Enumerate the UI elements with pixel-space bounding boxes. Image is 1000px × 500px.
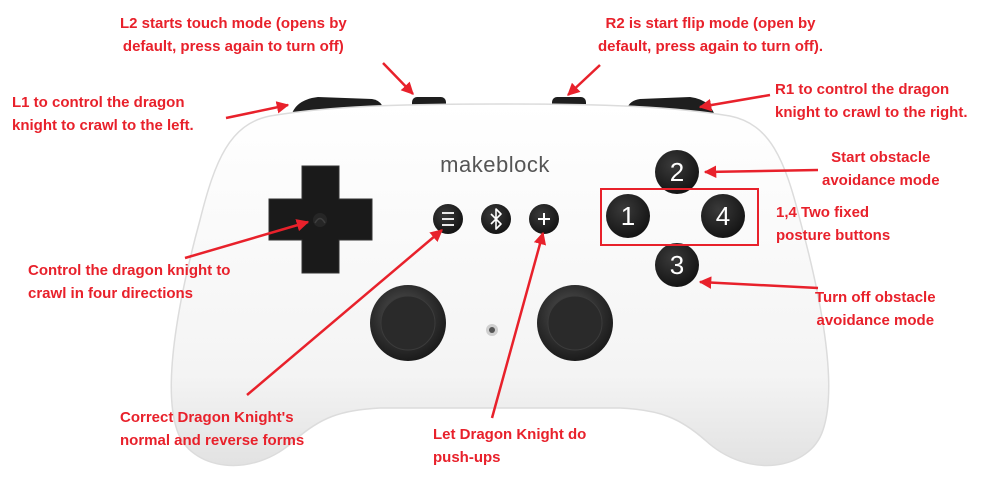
arrow-l1: [225, 101, 290, 120]
annotation-menu: Correct Dragon Knight's normal and revers…: [120, 406, 304, 452]
left-joystick[interactable]: [370, 285, 446, 361]
annotation-line: avoidance mode: [816, 312, 935, 329]
annotation-line: normal and reverse forms: [120, 432, 305, 449]
annotation-line: 1,4 Two fixed: [776, 204, 870, 221]
annotation-line: Control the dragon knight to: [28, 262, 231, 279]
annotation-dpad: Control the dragon knight to crawl in fou…: [28, 259, 230, 305]
arrow-menu: [246, 229, 443, 396]
face-button-label: 1: [621, 201, 635, 231]
annotation-line: R2 is start flip mode (open by: [605, 15, 816, 32]
bluetooth-icon: [490, 208, 502, 230]
annotation-line: default, press again to turn off): [122, 38, 344, 55]
face-button-4[interactable]: 4: [701, 194, 745, 238]
annotation-l2: L2 starts touch mode (opens by default, p…: [120, 12, 347, 58]
brand-logo: makeblock: [440, 152, 550, 177]
arrow-btn3: [698, 276, 819, 290]
annotation-line: Turn off obstacle: [815, 289, 936, 306]
annotation-line: posture buttons: [776, 227, 891, 244]
annotation-line: knight to crawl to the right.: [775, 104, 968, 121]
face-button-2[interactable]: 2: [655, 150, 699, 194]
annotation-line: R1 to control the dragon: [775, 81, 950, 98]
annotation-line: default, press again to turn off).: [598, 38, 824, 55]
arrow-l2: [382, 62, 414, 95]
plus-icon: [538, 213, 550, 225]
annotation-line: Correct Dragon Knight's: [120, 409, 294, 426]
annotation-btn2: Start obstacle avoidance mode: [822, 146, 940, 192]
bluetooth-button[interactable]: [481, 204, 511, 234]
annotation-line: Let Dragon Knight do: [433, 426, 587, 443]
face-button-label: 3: [670, 250, 684, 280]
annotation-line: avoidance mode: [822, 172, 940, 189]
plus-button[interactable]: [529, 204, 559, 234]
arrow-dpad: [184, 219, 310, 260]
annotation-plus: Let Dragon Knight do push-ups: [433, 423, 586, 469]
annotation-btn14: 1,4 Two fixed posture buttons: [776, 201, 890, 247]
buttons-1-4-highlight: [600, 188, 759, 246]
annotation-r1: R1 to control the dragon knight to crawl …: [775, 78, 968, 124]
face-button-1[interactable]: 1: [606, 194, 650, 238]
annotation-btn3: Turn off obstacle avoidance mode: [815, 286, 936, 332]
face-buttons: 2 1 4 3: [606, 150, 745, 287]
annotation-r2: R2 is start flip mode (open by default, p…: [598, 12, 823, 58]
annotation-line: knight to crawl to the left.: [12, 117, 194, 134]
annotation-l1: L1 to control the dragon knight to crawl …: [12, 91, 194, 137]
status-led: [486, 324, 498, 336]
annotation-line: L2 starts touch mode (opens by: [120, 15, 347, 32]
annotation-arrows: [184, 62, 819, 419]
annotation-line: push-ups: [433, 449, 501, 466]
menu-button[interactable]: [433, 204, 463, 234]
dpad[interactable]: [268, 165, 373, 274]
right-joystick[interactable]: [537, 285, 613, 361]
face-button-label: 2: [670, 157, 684, 187]
arrow-r1: [698, 93, 771, 112]
annotation-line: Start obstacle: [831, 149, 931, 166]
annotation-line: L1 to control the dragon: [12, 94, 185, 111]
arrow-plus: [490, 231, 547, 419]
arrow-btn2: [703, 165, 819, 179]
face-button-3[interactable]: 3: [655, 243, 699, 287]
annotation-line: crawl in four directions: [28, 285, 194, 302]
arrow-r2: [567, 64, 601, 96]
face-button-label: 4: [716, 201, 730, 231]
menu-icon: [442, 212, 454, 226]
